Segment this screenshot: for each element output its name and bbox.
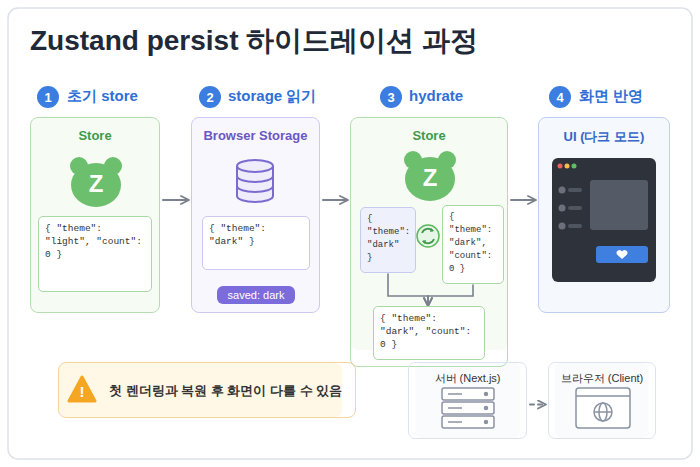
state-text: { "theme": "dark", "count": 0 } [449,211,497,276]
step-number: 1 [37,86,59,108]
node-text: saved: dark [228,289,285,301]
state-box: { "theme": "dark" } [360,207,416,273]
step-heading: hydrate [409,87,463,105]
panel-fill [539,118,669,312]
warning-box: 첫 렌더링과 복원 후 화면이 다를 수 있음 [58,362,356,418]
step-number: 4 [549,86,571,108]
step-heading: 초기 store [67,87,138,105]
step-panel: 화면 반영UI (다크 모드) [538,117,670,313]
node-text: Z [66,170,126,198]
panel-label: Store [351,128,507,143]
node-text: 서버 (Next.js) [409,371,526,386]
refresh-icon [417,225,439,247]
step-panel: storage 읽기Browser Storage{ "theme": "dar… [191,117,320,313]
step-heading: 화면 반영 [579,87,643,105]
callout-number: 3 [387,90,394,105]
panel-fill [31,118,159,312]
connector-arrow [163,199,188,201]
callout-number: 2 [206,90,213,105]
connector-arrow [428,285,473,305]
database-icon [237,160,273,202]
node-text: 첫 렌더링과 복원 후 화면이 다를 수 있음 [109,382,342,400]
step-panel: 초기 storeStoreZ{ "theme": "light", "count… [30,117,160,313]
connector-arrow [511,199,535,201]
node-text: Z [400,164,460,192]
connector-arrow [323,199,347,201]
warning-fill [59,363,342,417]
outer-frame [8,8,692,459]
panel-label: Store [31,128,159,143]
dashed-connector [530,404,545,406]
state-text: { "theme": "dark", "count": 0 } [380,312,478,351]
connector-arrow [388,274,428,305]
step-number: 3 [380,86,402,108]
state-text: { "theme": "dark" } [367,213,409,265]
state-box: { "theme": "dark" } [202,216,310,270]
diagram-title: Zustand persist 하이드레이션 과정 [30,22,478,60]
browser-icon [576,388,630,428]
callout-number: 1 [44,90,51,105]
server-icon [442,388,494,428]
state-box: { "theme": "dark", "count": 0 } [373,306,485,360]
state-text: { "theme": "dark" } [209,222,303,248]
state-box: { "theme": "dark", "count": 0 } [442,205,504,284]
callout-number: 4 [556,90,563,105]
env-box: 서버 (Next.js) [408,362,527,439]
warning-mark: ! [76,383,88,400]
panel-label: UI (다크 모드) [539,128,669,146]
step-heading: storage 읽기 [228,87,316,105]
saved-badge: saved: dark [217,286,295,304]
state-text: { "theme": "light", "count": 0 } [45,222,145,261]
dark-mode-window [552,158,656,282]
state-box: { "theme": "light", "count": 0 } [38,216,152,292]
env-box: 브라우저 (Client) [548,362,656,439]
node-text: 브라우저 (Client) [549,371,655,386]
store-icon: Z [66,154,126,208]
store-icon: Z [400,148,460,202]
warning-triangle [69,377,95,401]
panel-fill [192,118,319,312]
panel-label: Browser Storage [192,128,319,143]
step-number: 2 [199,86,221,108]
step-panel: hydrateStoreZ{ "theme": "dark" }{ "theme… [350,117,508,367]
